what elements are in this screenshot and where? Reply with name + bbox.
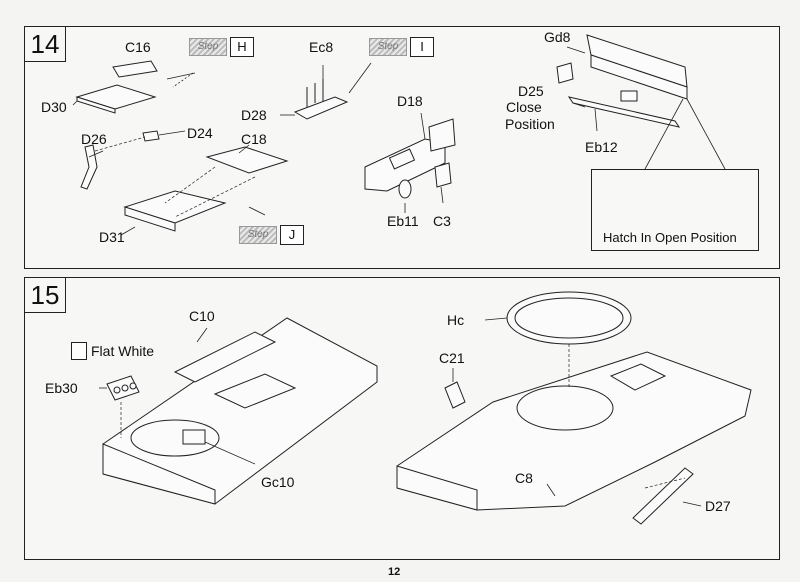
step-15-drawing xyxy=(99,291,752,525)
callout-gc10: Gc10 xyxy=(261,474,295,490)
callout-c8: C8 xyxy=(515,470,533,486)
paint-color: Flat White xyxy=(91,343,155,359)
callout-ec8: Ec8 xyxy=(309,39,334,55)
step-15-panel: 15 xyxy=(24,277,780,560)
callout-d28: D28 xyxy=(241,107,267,123)
step-ref-letter: I xyxy=(410,37,434,57)
callout-eb12: Eb12 xyxy=(585,139,618,155)
step-ref-letter: H xyxy=(230,37,254,57)
hatch-open-inset: Hatch In Open Position xyxy=(591,169,759,251)
step-ref-j: Step J xyxy=(239,225,304,245)
callout-d27: D27 xyxy=(705,498,731,514)
callout-gd8: Gd8 xyxy=(544,29,571,45)
step-number: 15 xyxy=(25,278,66,313)
step-ref-i: Step I xyxy=(369,37,434,57)
callout-d30: D30 xyxy=(41,99,67,115)
callout-hc: Hc xyxy=(447,312,465,328)
callout-c3: C3 xyxy=(433,213,451,229)
label-position: Position xyxy=(505,116,555,132)
callout-d24: D24 xyxy=(187,125,213,141)
callout-c21: C21 xyxy=(439,350,465,366)
callout-d25: D25 xyxy=(518,83,544,99)
callout-c10: C10 xyxy=(189,308,215,324)
step-tag: Step xyxy=(239,226,277,244)
callout-c16: C16 xyxy=(125,39,151,55)
callout-c18: C18 xyxy=(241,131,267,147)
callout-eb11: Eb11 xyxy=(387,213,419,229)
callout-d18: D18 xyxy=(397,93,423,109)
inset-caption: Hatch In Open Position xyxy=(603,230,737,245)
step-number: 14 xyxy=(25,27,66,62)
paint-callout: Flat White xyxy=(71,342,154,360)
step-tag: Step xyxy=(189,38,227,56)
step-14-panel: 14 xyxy=(24,26,780,269)
step-tag: Step xyxy=(369,38,407,56)
callout-d26: D26 xyxy=(81,131,107,147)
callout-eb30: Eb30 xyxy=(45,380,78,396)
callout-d31: D31 xyxy=(99,229,125,245)
step-ref-letter: J xyxy=(280,225,304,245)
label-close: Close xyxy=(506,99,542,115)
page-number: 12 xyxy=(388,566,401,578)
paintbrush-icon xyxy=(71,342,87,360)
step-ref-h: Step H xyxy=(189,37,254,57)
